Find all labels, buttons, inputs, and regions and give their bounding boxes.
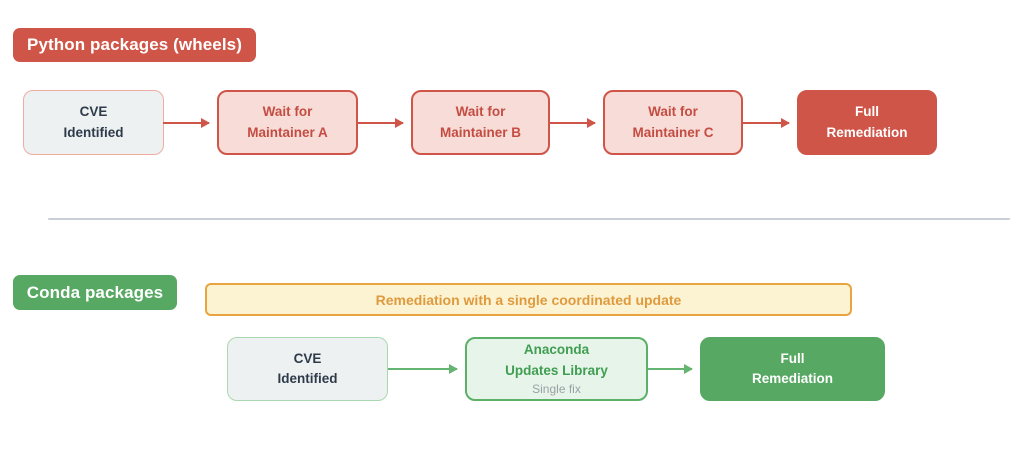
python-section-badge: Python packages (wheels) [13, 28, 256, 62]
node-label: CVE Identified [63, 104, 124, 140]
node-cve-identified-conda: CVE Identified [227, 337, 388, 401]
arrow-right-icon [648, 364, 693, 374]
arrow-right-icon [549, 118, 596, 128]
node-label: Full Remediation [826, 104, 908, 140]
coordinated-update-banner: Remediation with a single coordinated up… [205, 283, 852, 316]
node-sublabel: Single fix [532, 381, 581, 396]
node-full-remediation-conda: Full Remediation [700, 337, 885, 401]
conda-section-badge-label: Conda packages [26, 282, 164, 302]
node-label: Anaconda Updates Library [505, 342, 608, 378]
node-wait-maintainer-a: Wait for Maintainer A [217, 90, 358, 155]
node-anaconda-updates-library: Anaconda Updates Library Single fix [465, 337, 648, 401]
arrow-right-icon [163, 118, 210, 128]
node-label: Full Remediation [751, 350, 833, 386]
banner-label: Remediation with a single coordinated up… [375, 291, 682, 308]
arrow-right-icon [742, 118, 790, 128]
python-section-badge-label: Python packages (wheels) [27, 35, 242, 54]
node-label: Wait for Maintainer B [439, 104, 521, 140]
arrow-right-icon [388, 364, 458, 374]
node-label: Wait for Maintainer C [632, 104, 714, 140]
node-wait-maintainer-b: Wait for Maintainer B [411, 90, 550, 155]
node-cve-identified-python: CVE Identified [23, 90, 164, 155]
node-label: CVE Identified [277, 350, 338, 386]
section-divider [48, 218, 1010, 220]
arrow-right-icon [357, 118, 404, 128]
node-label: Wait for Maintainer A [247, 104, 328, 140]
conda-section-badge: Conda packages [13, 275, 177, 310]
node-full-remediation-python: Full Remediation [797, 90, 937, 155]
node-wait-maintainer-c: Wait for Maintainer C [603, 90, 743, 155]
